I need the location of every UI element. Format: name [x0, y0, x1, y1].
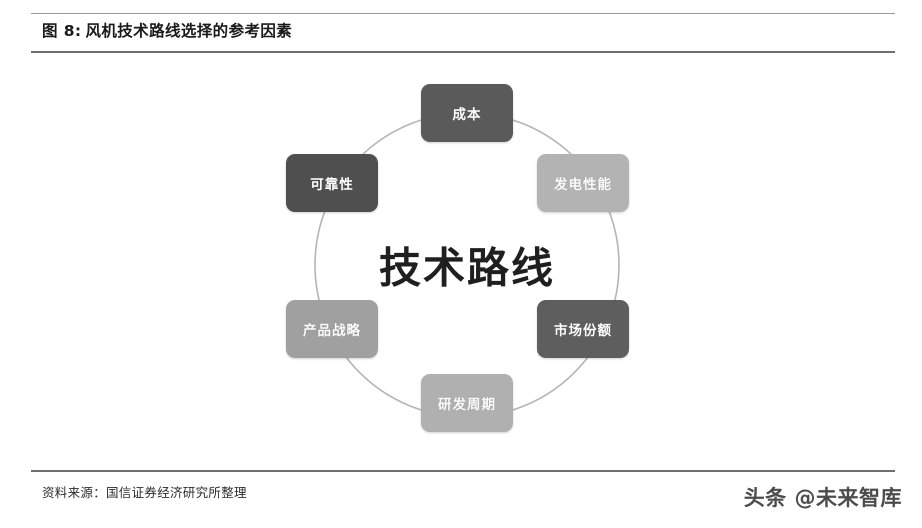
cycle-node-cost[interactable]: 成本: [421, 84, 513, 142]
top-divider: [31, 13, 895, 14]
cycle-node-product-label: 产品战略: [303, 323, 361, 339]
title-divider: [31, 51, 895, 53]
cycle-node-rd-cycle-label: 研发周期: [438, 397, 496, 413]
figure-title: 图 8:风机技术路线选择的参考因素: [42, 19, 292, 41]
cycle-diagram: 成本 发电性能 市场份额 研发周期 产品战略 可靠性 技术路线: [274, 72, 660, 458]
cycle-node-power[interactable]: 发电性能: [537, 154, 629, 212]
figure-title-text: 风机技术路线选择的参考因素: [85, 22, 293, 40]
cycle-node-cost-label: 成本: [452, 107, 482, 123]
source-divider: [31, 470, 895, 472]
watermark: 头条 @未来智库: [743, 486, 902, 510]
cycle-node-market-label: 市场份额: [554, 323, 612, 339]
cycle-node-market[interactable]: 市场份额: [537, 300, 629, 358]
figure-source: 资料来源：国信证券经济研究所整理: [42, 485, 247, 500]
cycle-node-power-label: 发电性能: [554, 177, 612, 193]
cycle-node-product[interactable]: 产品战略: [286, 300, 378, 358]
figure-number: 图 8:: [42, 22, 82, 40]
cycle-node-reliability[interactable]: 可靠性: [286, 154, 378, 212]
cycle-node-rd-cycle[interactable]: 研发周期: [421, 374, 513, 432]
cycle-node-reliability-label: 可靠性: [310, 177, 354, 193]
